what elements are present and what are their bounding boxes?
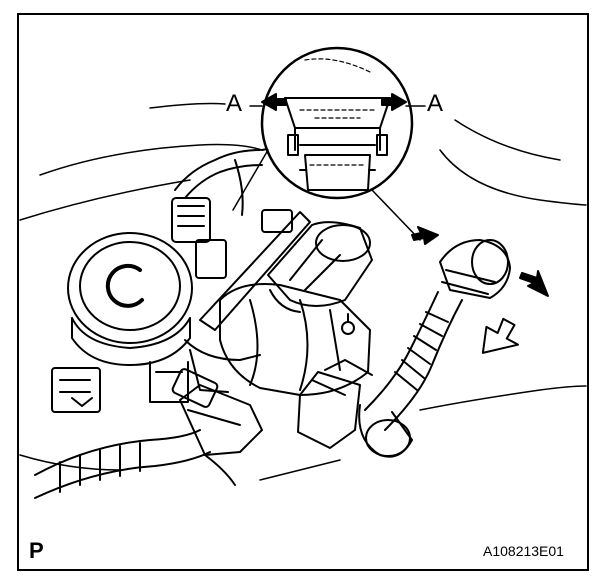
- magnified-inset: [232, 46, 421, 241]
- hose-end-connector: [439, 239, 511, 299]
- right-clamp: [297, 359, 373, 449]
- left-connector: [51, 367, 101, 413]
- bracket-and-body: [184, 211, 371, 396]
- solid-arrow-icon: [261, 93, 549, 297]
- figure-code: A108213E01: [483, 543, 564, 559]
- solenoid-valve: [267, 221, 373, 335]
- outline-arrow-icon: [481, 317, 519, 354]
- lower-left-hose: [34, 368, 263, 499]
- corrugated-hose: [358, 291, 463, 458]
- callout-label-a-right: A: [427, 90, 444, 117]
- callout-label-a-left: A: [226, 90, 243, 117]
- canister-cap: [67, 232, 193, 403]
- background-contours: [19, 102, 587, 481]
- corner-letter: P: [29, 538, 44, 563]
